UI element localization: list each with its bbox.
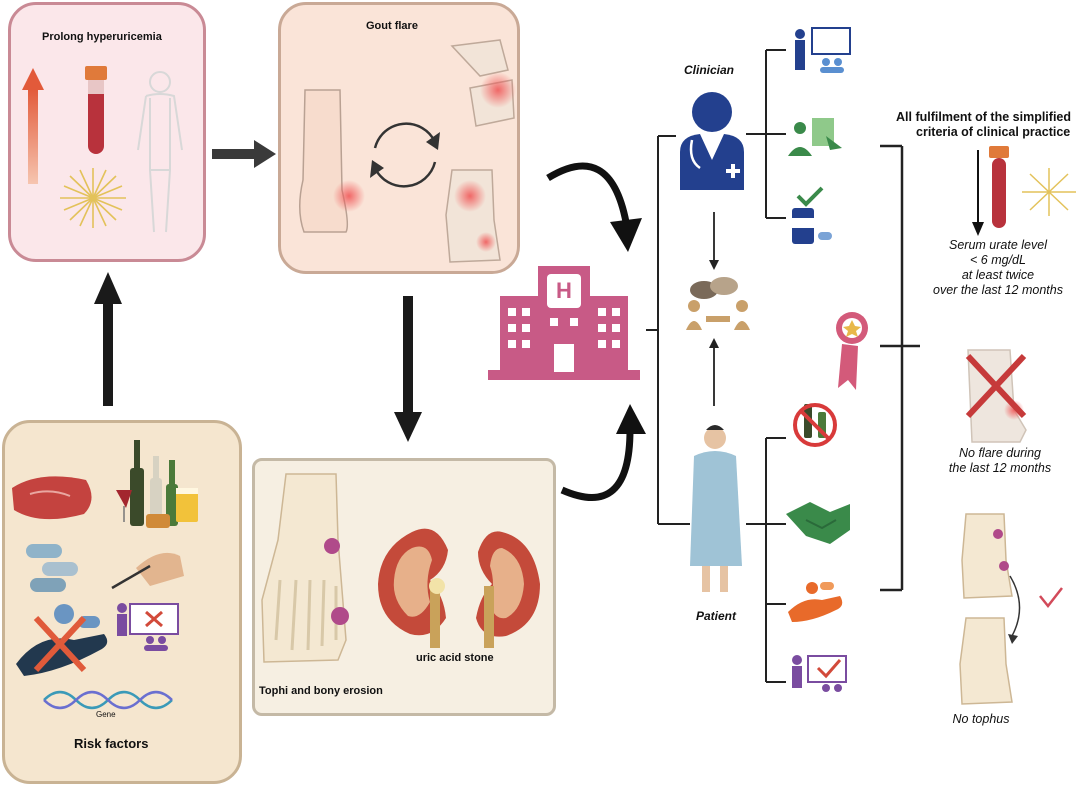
criteria-crystal-icon [1022, 168, 1076, 216]
arrow-flare-to-complications [394, 296, 422, 442]
human-silhouette-icon [137, 71, 183, 233]
arrow-patient-to-discussion [709, 338, 719, 406]
arrow-hyper-to-flare [212, 140, 276, 168]
hyperuricemia-box [8, 2, 206, 262]
handshake-icon [786, 502, 850, 544]
teaching-board-icon [795, 27, 851, 73]
dna-helix-icon [43, 690, 173, 710]
kidney-right-icon [476, 531, 540, 648]
urate-line-2: < 6 mg/dL [970, 253, 1026, 267]
arrow-doctor-to-discussion [709, 212, 719, 270]
tophus-resolution-arrow-icon [1008, 575, 1021, 644]
risk-factors-label: Risk factors [74, 736, 149, 751]
patient-branch [746, 437, 786, 683]
cycle-arrows-icon [370, 122, 440, 188]
foot-outline-icon [299, 89, 365, 233]
hospital-h-glyph: H [556, 278, 572, 303]
flare-line-1: No flare during [959, 446, 1041, 460]
presenter-check-board-icon [792, 655, 847, 692]
blood-tube-icon [85, 66, 107, 154]
pills-icon [26, 544, 78, 592]
uric-acid-stone-label: uric acid stone [416, 652, 494, 664]
arrow-risk-to-hyper [94, 272, 122, 406]
curved-arrow-bottom-head [616, 404, 646, 434]
tophi-label: Tophi and bony erosion [259, 685, 383, 697]
curved-arrow-top-head [610, 218, 642, 252]
ankle-foot-icon [445, 169, 501, 263]
patient-label: Patient [696, 609, 737, 623]
tophus-foot-before-icon [961, 513, 1013, 599]
urate-down-arrow-icon [972, 150, 984, 236]
flare-criterion: No flare during the last 12 months [922, 446, 1078, 476]
criteria-blood-tube-icon [989, 146, 1009, 228]
criteria-bracket [880, 144, 920, 592]
criteria-title-line2: criteria of clinical practice [916, 125, 1071, 139]
curved-arrow-top [546, 162, 630, 223]
flare-line-2: the last 12 months [948, 461, 1052, 475]
hand-no-medicine-icon [16, 604, 108, 676]
rising-arrow-icon [22, 68, 44, 184]
kidney-left-icon [378, 528, 448, 648]
curved-arrow-bottom [560, 429, 634, 501]
hand-with-pills-icon [788, 582, 843, 622]
gout-flare-label: Gout flare [366, 20, 418, 32]
tophus-foot-after-icon [959, 617, 1013, 705]
tophi-foot-icon [261, 473, 349, 663]
patient-icon [690, 425, 742, 592]
hospital-icon [488, 266, 640, 380]
urate-line-4: over the last 12 months [933, 283, 1063, 297]
gene-label: Gene [96, 710, 116, 719]
award-ribbon-icon [836, 312, 868, 390]
urate-crystal-icon [60, 168, 126, 228]
shared-discussion-icon [686, 277, 750, 330]
no-alcohol-icon [793, 403, 837, 447]
hand-with-scalpel-icon [111, 552, 184, 590]
knee-joint-icon [450, 39, 516, 127]
doctor-icon [680, 92, 744, 190]
alcohol-bottles-icon [116, 440, 198, 528]
urate-criterion: Serum urate level < 6 mg/dL at least twi… [920, 238, 1076, 298]
meat-icon [12, 476, 92, 520]
consultation-icon [788, 118, 842, 156]
check-mark-icon [1039, 587, 1063, 609]
urate-line-1: Serum urate level [949, 238, 1047, 252]
main-bracket [646, 135, 690, 525]
criteria-title-line1: All fulfilment of the simplified [896, 110, 1071, 124]
clinician-branch [746, 49, 786, 219]
tophus-criterion: No tophus [952, 712, 1010, 726]
approved-medicine-icon [792, 186, 832, 244]
clinician-label: Clinician [684, 63, 735, 77]
no-flare-foot-icon [965, 349, 1027, 443]
urate-line-3: at least twice [961, 268, 1035, 282]
presenter-x-board-icon [117, 603, 179, 651]
hyperuricemia-label: Prolong hyperuricemia [42, 31, 162, 43]
